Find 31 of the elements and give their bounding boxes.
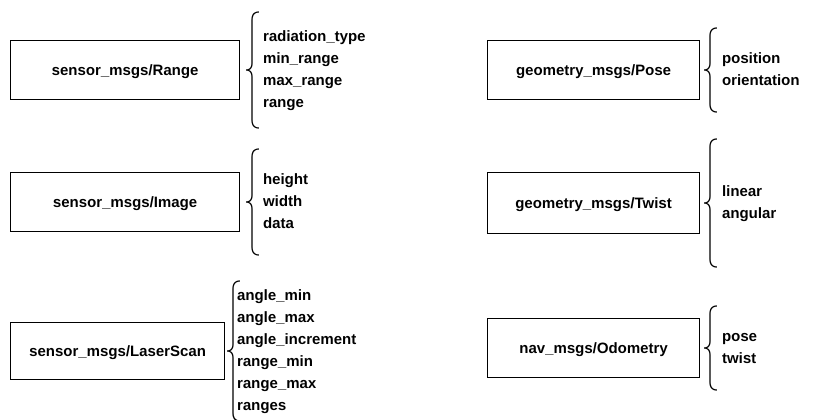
field-name: height — [263, 170, 308, 190]
field-name: angle_increment — [237, 330, 356, 350]
message-type-box — [10, 322, 225, 380]
field-name: range_min — [237, 352, 314, 372]
field-name: orientation — [722, 71, 800, 91]
message-type-box — [487, 318, 700, 378]
field-name: range — [263, 93, 305, 113]
field-name: angular — [722, 204, 776, 224]
field-name: twist — [722, 349, 758, 369]
field-name: data — [263, 214, 295, 234]
field-name: radiation_type — [263, 27, 366, 47]
message-type-name: sensor_msgs/Range — [52, 62, 198, 78]
message-type-box — [487, 172, 700, 234]
field-name: linear — [722, 182, 764, 202]
field-name: pose — [722, 327, 758, 347]
message-type-name: sensor_msgs/LaserScan — [29, 342, 206, 360]
message-type-name: geometry_msgs/Twist — [515, 194, 672, 212]
field-name: min_range — [263, 49, 340, 69]
message-type-box — [10, 40, 240, 100]
message-type-name: geometry_msgs/Pose — [516, 62, 672, 78]
message-type-box — [10, 172, 240, 232]
field-name: position — [722, 49, 782, 69]
field-name: angle_min — [237, 286, 312, 306]
field-name: width — [263, 192, 304, 212]
field-name: range_max — [237, 374, 318, 394]
field-name: ranges — [237, 396, 288, 416]
field-name: angle_max — [237, 308, 316, 328]
message-type-name: sensor_msgs/Image — [52, 194, 198, 210]
field-name: max_range — [263, 71, 344, 91]
message-type-box — [487, 40, 700, 100]
message-type-name: nav_msgs/Odometry — [519, 340, 668, 356]
